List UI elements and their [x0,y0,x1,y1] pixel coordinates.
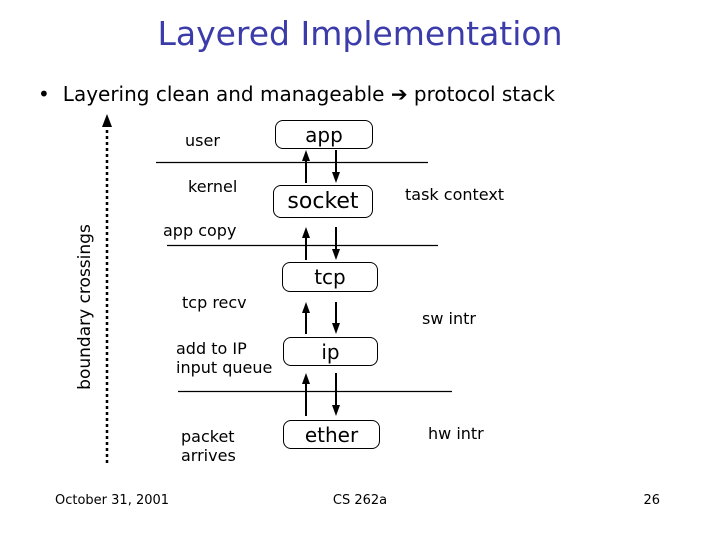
footer-page-number: 26 [643,493,660,508]
box-ether: ether [283,420,380,449]
box-app: app [275,120,373,149]
label-user: user [185,131,220,150]
label-add-to-ip-line2: input queue [176,358,273,377]
label-packet-line2: arrives [181,446,236,465]
arrow-down-socket-tcp-icon [332,227,340,260]
label-app-copy: app copy [163,221,237,240]
arrow-up-socket-tcp-icon [302,227,310,260]
arrow-up-tcp-ip-icon [302,302,310,334]
arrow-down-app-socket-icon [332,150,340,183]
label-task-context: task context [405,185,505,204]
box-ip: ip [283,337,378,366]
bullet-line: • Layering clean and manageable ➔ protoc… [38,82,555,106]
arrow-down-tcp-ip-icon [332,302,340,334]
boundary-crossings-arrow-icon [102,114,112,463]
page-title: Layered Implementation [157,14,563,53]
bullet-text: Layering clean and manageable ➔ protocol… [62,82,555,106]
label-add-to-ip-line1: add to IP [176,339,247,358]
bullet-marker: • [38,82,50,106]
boundary-crossings-label: boundary crossings [75,224,95,390]
label-hw-intr: hw intr [428,424,484,443]
footer-course-name: CS 262a [332,493,388,508]
box-tcp: tcp [282,262,378,292]
footer-date: October 31, 2001 [55,493,170,508]
label-sw-intr: sw intr [422,309,476,328]
arrow-up-ip-ether-icon [302,373,310,416]
label-add-to-ip-input-queue: add to IP input queue [176,339,272,377]
label-packet-line1: packet [181,427,235,446]
label-packet-arrives: packet arrives [181,427,236,465]
arrow-down-ip-ether-icon [332,373,340,416]
label-kernel: kernel [188,177,238,196]
box-socket: socket [273,185,373,218]
label-tcp-recv: tcp recv [182,293,247,312]
arrow-up-app-socket-icon [302,150,310,183]
